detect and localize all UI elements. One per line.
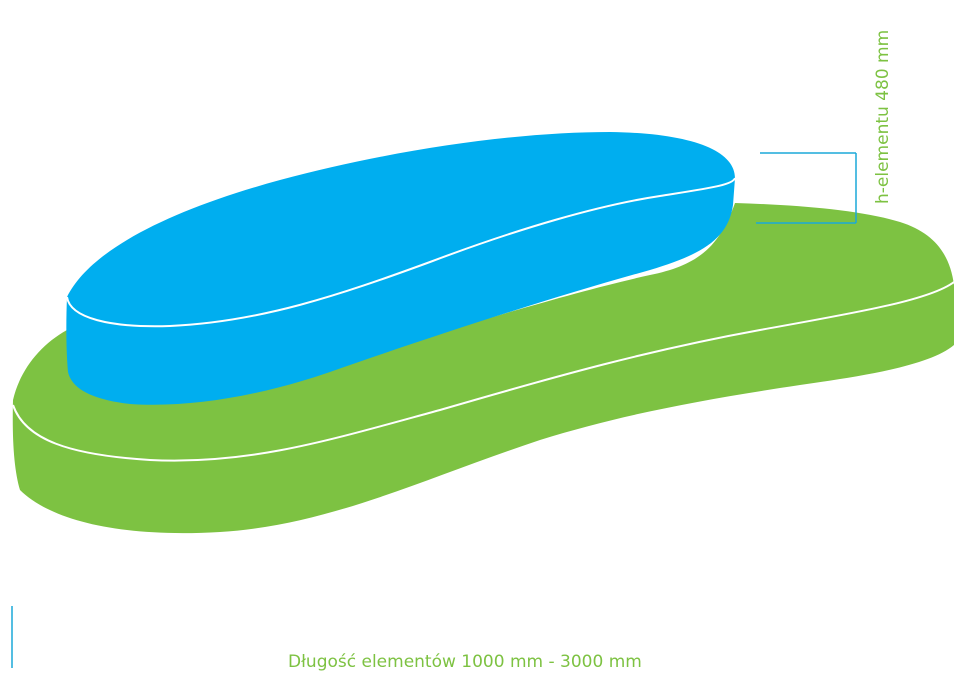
blue-element-body: [66, 132, 736, 405]
height-dimension: [756, 152, 857, 224]
green-platform-body: [12, 203, 954, 534]
blue-element-edge: [66, 177, 736, 328]
green-platform-edge: [12, 281, 954, 462]
height-label: h-elementu 480 mm: [873, 30, 893, 204]
length-label: Długość elementów 1000 mm - 3000 mm: [288, 652, 642, 672]
blue-element: [66, 132, 736, 405]
green-platform: [12, 203, 954, 534]
